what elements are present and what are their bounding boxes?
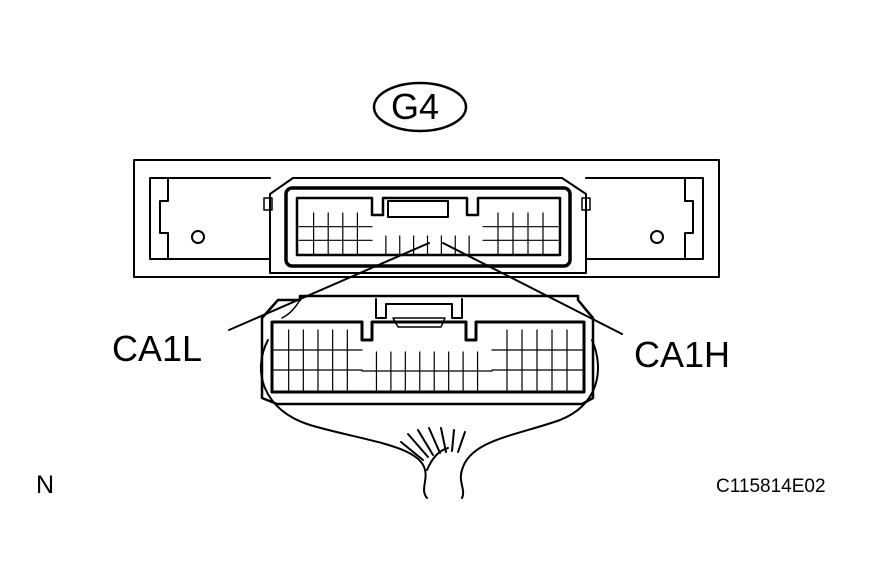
figure-code: C115814E02 bbox=[716, 476, 826, 497]
connector-id-bubble bbox=[372, 81, 468, 133]
leader-ca1l bbox=[228, 242, 430, 331]
pin-label-ca1h: CA1H bbox=[634, 334, 731, 375]
connector-id-label: G4 bbox=[391, 86, 440, 127]
plug-cavity-grid bbox=[273, 329, 583, 391]
pin-label-ca1l: CA1L bbox=[112, 328, 203, 369]
wire-harness bbox=[260, 339, 599, 499]
ecu-cavity-grid bbox=[298, 212, 559, 255]
harness-plug bbox=[260, 294, 595, 406]
ecu-housing bbox=[133, 159, 720, 278]
view-marker: N bbox=[36, 471, 55, 499]
mount-hole-left bbox=[191, 230, 205, 244]
leader-ca1h bbox=[442, 242, 623, 335]
mount-hole-right bbox=[650, 230, 664, 244]
leader-lines bbox=[228, 242, 623, 335]
ecu-receptacle bbox=[263, 177, 591, 274]
